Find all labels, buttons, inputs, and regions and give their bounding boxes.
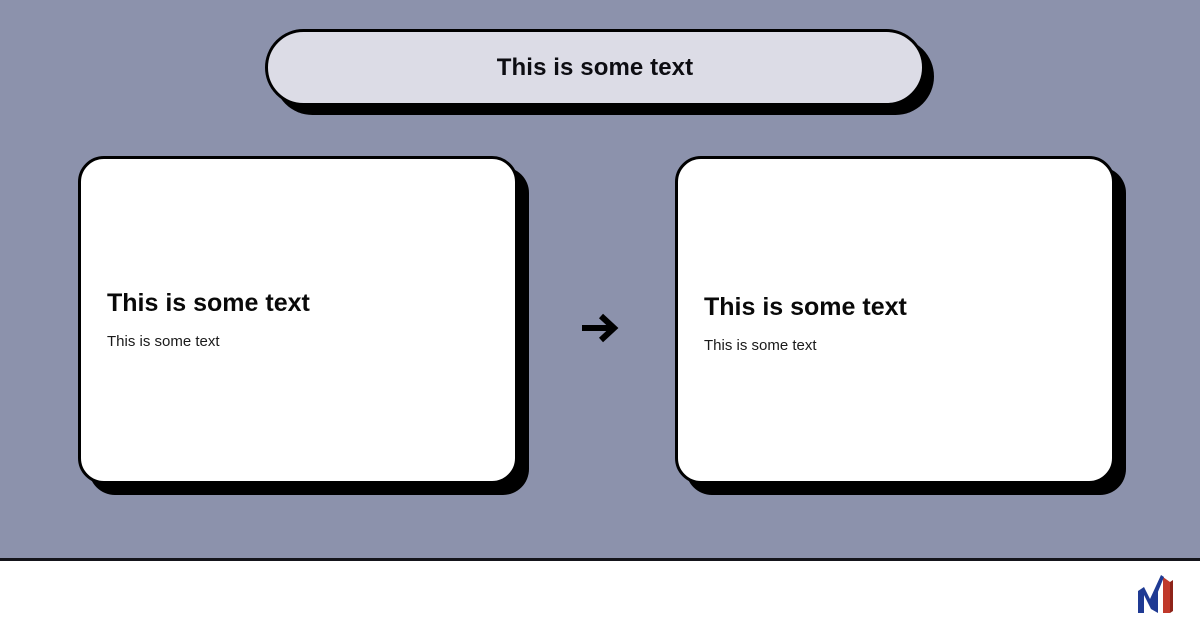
card-right-body: This is some text This is some text xyxy=(678,159,1112,481)
arrow-right-icon xyxy=(575,300,625,356)
card-left-heading: This is some text xyxy=(107,288,310,317)
m-logo-icon xyxy=(1128,569,1180,621)
title-banner: This is some text xyxy=(265,29,925,106)
slide-canvas: This is some text This is some text This… xyxy=(0,0,1200,561)
slide-footer xyxy=(0,561,1200,630)
card-right-text: This is some text xyxy=(704,336,817,354)
card-left-text: This is some text xyxy=(107,332,220,350)
title-banner-text: This is some text xyxy=(496,53,694,81)
content-card-left[interactable]: This is some text This is some text xyxy=(78,156,518,484)
content-card-right[interactable]: This is some text This is some text xyxy=(675,156,1115,484)
card-right-heading: This is some text xyxy=(704,292,907,321)
card-left-body: This is some text This is some text xyxy=(81,159,515,481)
